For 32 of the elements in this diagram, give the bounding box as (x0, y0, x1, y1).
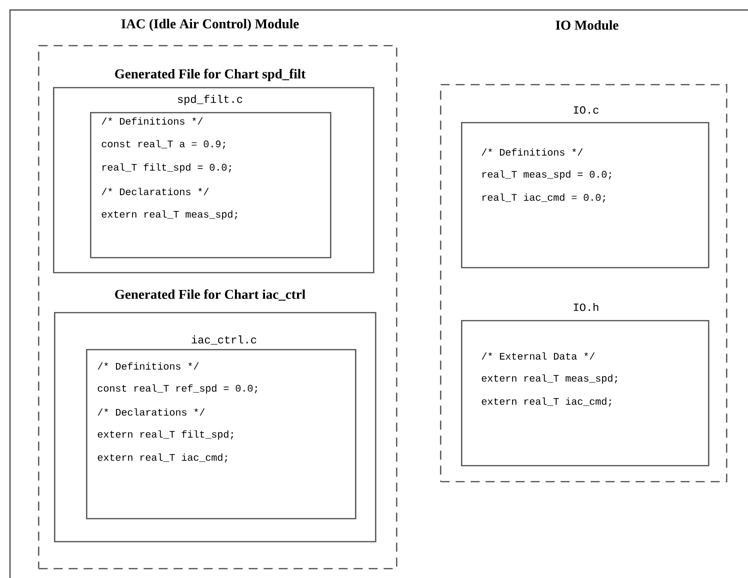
file-name: spd_filt.c (178, 94, 242, 106)
code-line: /* Definitions */ (482, 148, 583, 156)
code-box (86, 349, 356, 520)
code-line: real_T meas_spd = 0.0; (482, 170, 612, 180)
code-line: extern real_T meas_spd; (482, 374, 618, 384)
file-box (53, 68, 374, 274)
file-title: Generated File for Chart spd_filt (115, 68, 306, 82)
file-title: Generated File for Chart iac_ctrl (115, 289, 306, 301)
code-line: const real_T ref_spd = 0.0; (98, 384, 258, 394)
code-line: extern real_T iac_cmd; (98, 453, 228, 462)
file-name: iac_ctrl.c (192, 335, 256, 345)
code-line: /* Declarations */ (98, 408, 205, 416)
code-line: real_T iac_cmd = 0.0; (482, 193, 606, 202)
code-line: /* Declarations */ (102, 188, 209, 196)
code-line: extern real_T meas_spd; (102, 210, 238, 220)
module-box (440, 20, 728, 482)
code-line: /* Definitions */ (102, 117, 203, 125)
module-title: IO Module (556, 20, 618, 30)
file-box (461, 106, 710, 268)
code-line: extern real_T iac_cmd; (482, 397, 612, 406)
code-box (90, 112, 332, 258)
code-line: extern real_T filt_spd; (98, 430, 234, 440)
file-name: IO.h (574, 302, 598, 312)
code-line: /* Definitions */ (98, 362, 199, 370)
module-box (38, 18, 398, 570)
code-line: /* External Data */ (482, 352, 595, 360)
file-box (54, 289, 376, 542)
file-box (461, 302, 710, 466)
code-line: const real_T a = 0.9; (102, 140, 226, 149)
code-line: real_T filt_spd = 0.0; (102, 163, 232, 173)
file-name: IO.c (574, 106, 598, 114)
module-title: IAC (Idle Air Control) Module (121, 18, 299, 32)
